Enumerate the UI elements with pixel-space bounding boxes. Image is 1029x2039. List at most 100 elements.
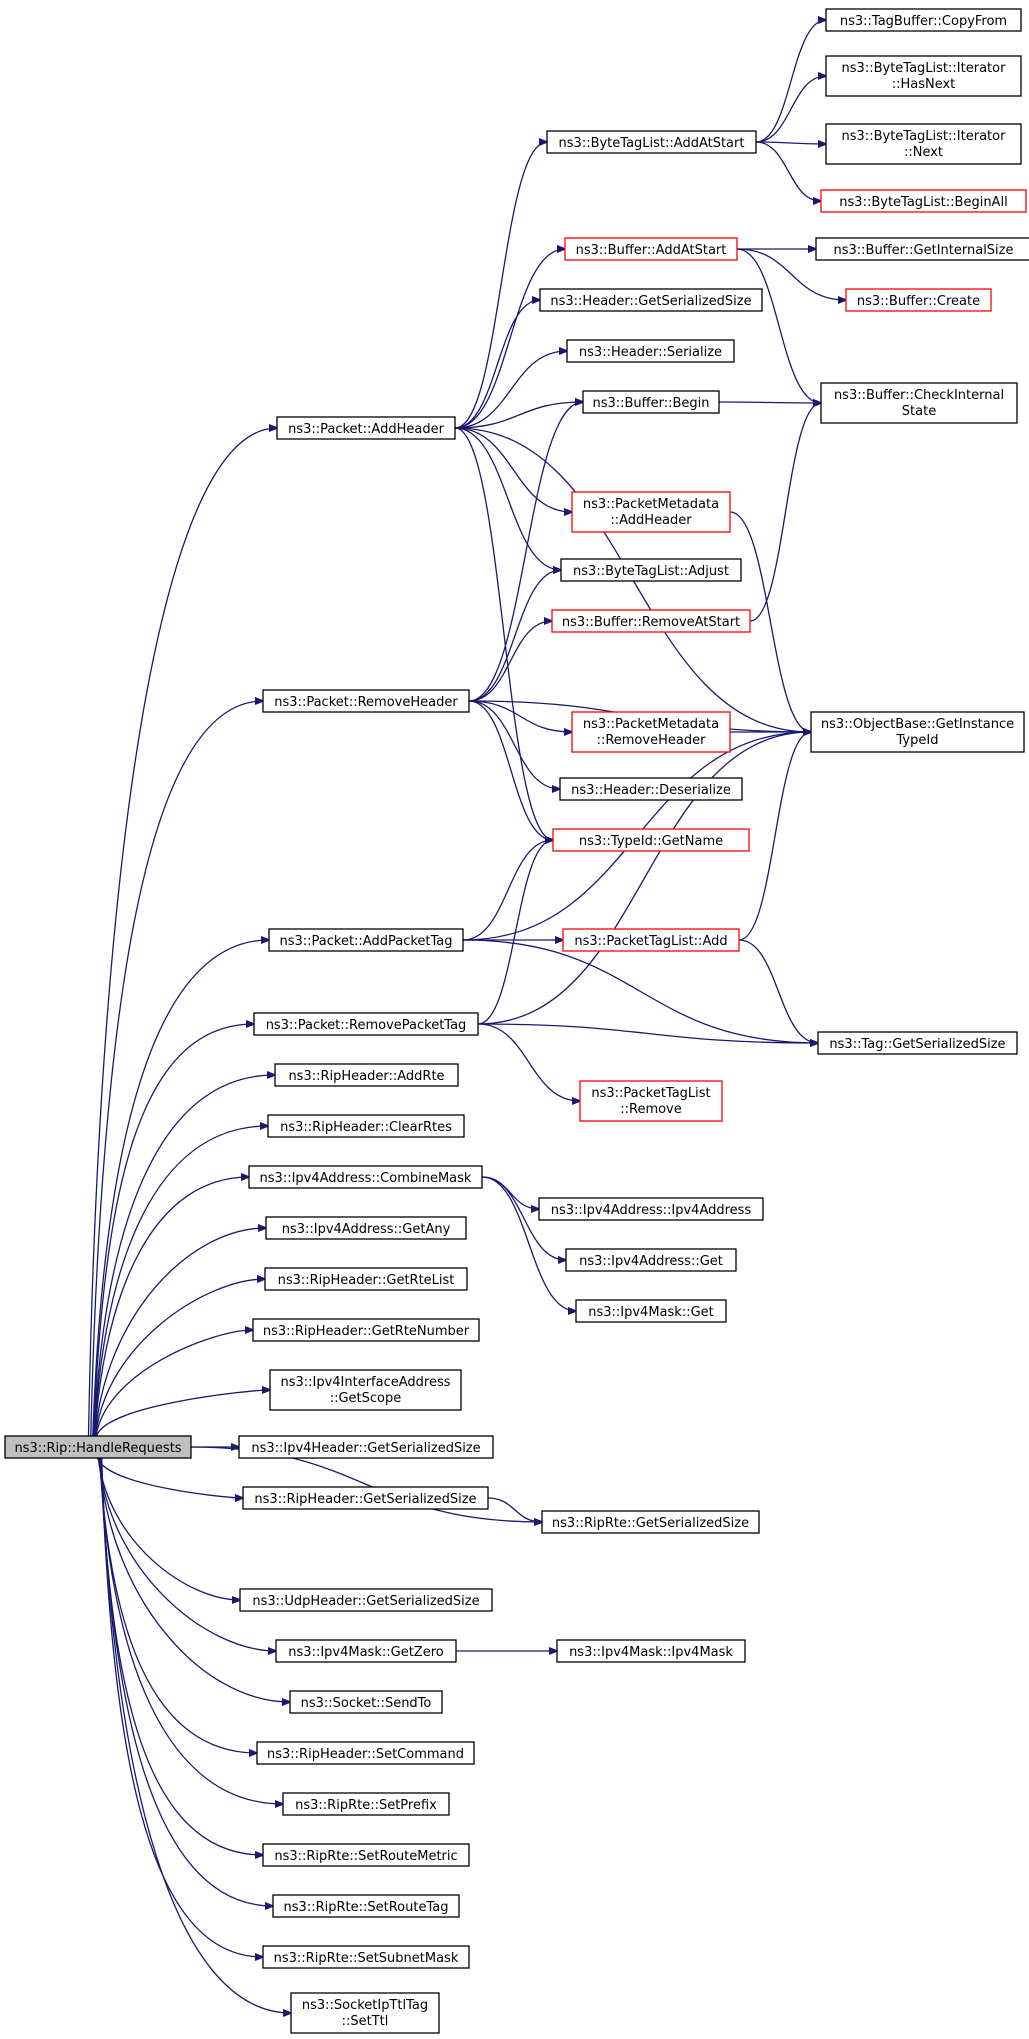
node-label: ns3::RipHeader::GetSerializedSize [254, 1492, 476, 1507]
node-label: ns3::Socket::SendTo [301, 1696, 432, 1711]
edge-packet_addheader-to-buffer_addatstart [454, 249, 565, 429]
edge-handle_requests-to-ipv4address_getany [94, 1228, 266, 1437]
node-header-deserialize[interactable]: ns3::Header::Deserialize [559, 777, 743, 801]
node-label: ns3::ObjectBase::GetInstance [821, 717, 1014, 732]
node-buffer-removeatstart[interactable]: ns3::Buffer::RemoveAtStart [551, 609, 751, 633]
node-buffer-begin[interactable]: ns3::Buffer::Begin [582, 390, 720, 414]
node-label: ns3::Ipv4InterfaceAddress [280, 1375, 450, 1390]
node-label: ns3::TagBuffer::CopyFrom [840, 14, 1007, 29]
node-label: ns3::Ipv4Mask::Get [588, 1305, 714, 1320]
node-box [239, 1588, 493, 1612]
edge-packet_addheader-to-typeid_getname [454, 427, 553, 840]
node-packet-removeheader[interactable]: ns3::Packet::RemoveHeader [262, 689, 470, 713]
node-label: ns3::RipRte::GetSerializedSize [552, 1516, 749, 1531]
node-box [539, 288, 763, 312]
node-header-serialize[interactable]: ns3::Header::Serialize [566, 339, 735, 363]
node-box [269, 1369, 462, 1411]
node-ripheader-clearrtes[interactable]: ns3::RipHeader::ClearRtes [267, 1114, 465, 1138]
node-label: ns3::Packet::AddPacketTag [279, 934, 452, 949]
node-ripheader-getrtenumber[interactable]: ns3::RipHeader::GetRteNumber [252, 1318, 480, 1342]
node-riprte-setroutetag[interactable]: ns3::RipRte::SetRouteTag [272, 1894, 460, 1918]
node-label: ns3::RipRte::SetRouteTag [284, 1900, 449, 1915]
node-buffer-getinternalsize[interactable]: ns3::Buffer::GetInternalSize [815, 237, 1029, 261]
node-packet-addpackettag[interactable]: ns3::Packet::AddPacketTag [268, 928, 464, 952]
node-ipv4address-getany[interactable]: ns3::Ipv4Address::GetAny [265, 1216, 467, 1240]
node-ipv4interfaceaddress-getscope[interactable]: ns3::Ipv4InterfaceAddress::GetScope [269, 1369, 462, 1411]
node-label: ::RemoveHeader [597, 733, 707, 748]
edge-bytetaglist_addatstart-to-bytetaglist_beginall [755, 141, 821, 201]
node-buffer-create[interactable]: ns3::Buffer::Create [845, 288, 992, 312]
node-riprte-getserializedsize[interactable]: ns3::RipRte::GetSerializedSize [541, 1510, 760, 1534]
node-ripheader-getrtelist[interactable]: ns3::RipHeader::GetRteList [264, 1267, 468, 1291]
node-riprte-setsubnetmask[interactable]: ns3::RipRte::SetSubnetMask [262, 1945, 470, 1969]
node-udpheader-getserializedsize[interactable]: ns3::UdpHeader::GetSerializedSize [239, 1588, 493, 1612]
node-typeid-getname[interactable]: ns3::TypeId::GetName [552, 828, 750, 852]
node-packettaglist-add[interactable]: ns3::PacketTagList::Add [562, 928, 740, 952]
edge-handle_requests-to-ripheader_clearrtes [93, 1126, 268, 1437]
edge-packet_removeheader-to-header_deserialize [468, 700, 560, 789]
node-buffer-addatstart[interactable]: ns3::Buffer::AddAtStart [564, 237, 738, 261]
node-box [253, 1012, 479, 1036]
node-label: ::SetTtl [342, 2014, 389, 2029]
node-ipv4mask-getzero[interactable]: ns3::Ipv4Mask::GetZero [275, 1639, 457, 1663]
node-box [571, 711, 731, 753]
node-ripheader-getserializedsize[interactable]: ns3::RipHeader::GetSerializedSize [242, 1486, 489, 1510]
node-tag-getserializedsize[interactable]: ns3::Tag::GetSerializedSize [817, 1031, 1018, 1055]
node-label: ns3::Ipv4Header::GetSerializedSize [251, 1441, 480, 1456]
node-label: ns3::Header::GetSerializedSize [550, 294, 751, 309]
node-bytetaglist-beginall[interactable]: ns3::ByteTagList::BeginAll [820, 189, 1027, 213]
edge-bytetaglist_addatstart-to-tagbuffer_copyfrom [755, 20, 826, 143]
node-box [538, 1197, 764, 1221]
node-packetmetadata-removeheader[interactable]: ns3::PacketMetadata::RemoveHeader [571, 711, 731, 753]
node-ipv4header-getserializedsize[interactable]: ns3::Ipv4Header::GetSerializedSize [238, 1435, 494, 1459]
node-box [267, 1114, 465, 1138]
node-label: ns3::Ipv4Address::GetAny [282, 1222, 451, 1237]
node-label: ns3::Buffer::Create [857, 294, 980, 309]
node-riprte-setprefix[interactable]: ns3::RipRte::SetPrefix [282, 1792, 450, 1816]
node-box [262, 1843, 470, 1867]
node-handle-requests: ns3::Rip::HandleRequests [4, 1435, 192, 1459]
node-box [268, 928, 464, 952]
node-ipv4address-get[interactable]: ns3::Ipv4Address::Get [565, 1248, 737, 1272]
edge-ipv4address_combinemask-to-ipv4mask_get [481, 1176, 576, 1311]
node-label: ns3::Buffer::GetInternalSize [834, 243, 1014, 258]
node-ripheader-setcommand[interactable]: ns3::RipHeader::SetCommand [256, 1741, 475, 1765]
node-ipv4address-combinemask[interactable]: ns3::Ipv4Address::CombineMask [248, 1165, 483, 1189]
node-packetmetadata-addheader[interactable]: ns3::PacketMetadata::AddHeader [571, 491, 731, 533]
node-packet-addheader[interactable]: ns3::Packet::AddHeader [276, 416, 456, 440]
node-box [272, 1894, 460, 1918]
node-tagbuffer-copyfrom[interactable]: ns3::TagBuffer::CopyFrom [825, 8, 1022, 32]
node-box [565, 1248, 737, 1272]
node-box [274, 1063, 459, 1087]
node-ipv4mask-ipv4mask[interactable]: ns3::Ipv4Mask::Ipv4Mask [556, 1639, 746, 1663]
node-socket-sendto[interactable]: ns3::Socket::SendTo [289, 1690, 443, 1714]
node-box [579, 1080, 723, 1122]
node-label: ns3::PacketMetadata [583, 497, 719, 512]
node-header-getserializedsize[interactable]: ns3::Header::GetSerializedSize [539, 288, 763, 312]
node-label: ns3::ByteTagList::BeginAll [839, 195, 1007, 210]
node-bytetaglist-addatstart[interactable]: ns3::ByteTagList::AddAtStart [546, 130, 757, 154]
node-bytetaglist-iterator-hasnext[interactable]: ns3::ByteTagList::Iterator::HasNext [825, 55, 1022, 97]
node-box [238, 1435, 494, 1459]
node-socketipttltag-setttl[interactable]: ns3::SocketIpTtlTag::SetTtl [290, 1992, 440, 2034]
node-packettaglist-remove[interactable]: ns3::PacketTagList::Remove [579, 1080, 723, 1122]
edge-packet_removeheader-to-bytetaglist_adjust [468, 570, 561, 702]
node-bytetaglist-adjust[interactable]: ns3::ByteTagList::Adjust [560, 558, 742, 582]
node-bytetaglist-iterator-next[interactable]: ns3::ByteTagList::Iterator::Next [825, 123, 1022, 165]
node-label: ns3::Packet::AddHeader [288, 422, 444, 437]
node-ripheader-addrte[interactable]: ns3::RipHeader::AddRte [274, 1063, 459, 1087]
node-packet-removepackettag[interactable]: ns3::Packet::RemovePacketTag [253, 1012, 479, 1036]
edge-ripheader_getserializedsize-to-riprte_getserializedsize [487, 1497, 542, 1522]
node-ipv4mask-get[interactable]: ns3::Ipv4Mask::Get [575, 1299, 727, 1323]
node-label: ns3::ByteTagList::Iterator [842, 61, 1007, 76]
node-label: ns3::RipHeader::ClearRtes [280, 1120, 452, 1135]
edge-packetmetadata_addheader-to-objectbase_getinstancetypeid [729, 511, 811, 732]
node-label: State [902, 404, 936, 419]
edge-handle_requests-to-ipv4mask_getzero [98, 1457, 276, 1651]
node-riprte-setroutemetric[interactable]: ns3::RipRte::SetRouteMetric [262, 1843, 470, 1867]
node-box [825, 8, 1022, 32]
node-label: ns3::ByteTagList::Iterator [842, 129, 1007, 144]
node-ipv4address-ipv4address[interactable]: ns3::Ipv4Address::Ipv4Address [538, 1197, 764, 1221]
